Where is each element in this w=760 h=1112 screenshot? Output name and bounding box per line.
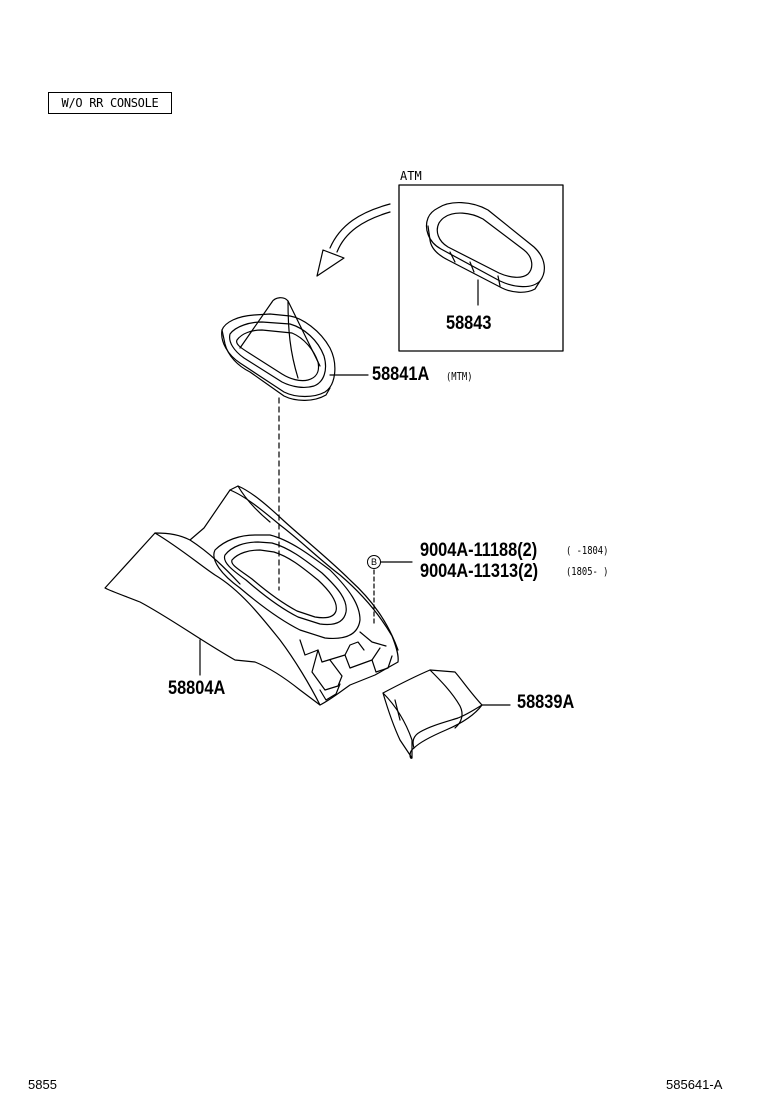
part-note-mtm: (MTM) — [446, 370, 473, 383]
part-number-58843[interactable]: 58843 — [446, 313, 492, 334]
shift-boot-58841a-illustration — [221, 297, 369, 401]
atm-label: ATM — [400, 169, 422, 183]
part-range-11313: (1805- ) — [566, 565, 609, 578]
part-range-11188: ( -1804) — [566, 544, 609, 557]
footer-left-code: 5855 — [28, 1077, 57, 1092]
part-number-9004a-11313[interactable]: 9004A-11313(2) — [420, 561, 539, 582]
section-label-box: W/O RR CONSOLE — [48, 92, 172, 114]
part-number-9004a-11188[interactable]: 9004A-11188(2) — [420, 540, 538, 561]
footer-right-code: 585641-A — [666, 1077, 723, 1092]
fastener-mark-b: B — [367, 555, 381, 569]
curved-arrow — [316, 203, 391, 277]
part-number-58839a[interactable]: 58839A — [517, 692, 575, 713]
part-number-58841a[interactable]: 58841A — [372, 364, 430, 385]
panel-58839a-illustration — [382, 669, 511, 759]
shift-bezel-58843-illustration — [425, 202, 545, 306]
part-number-58804a[interactable]: 58804A — [168, 678, 226, 699]
console-body-58804a-illustration — [104, 485, 399, 706]
atm-inset-frame — [398, 184, 564, 352]
